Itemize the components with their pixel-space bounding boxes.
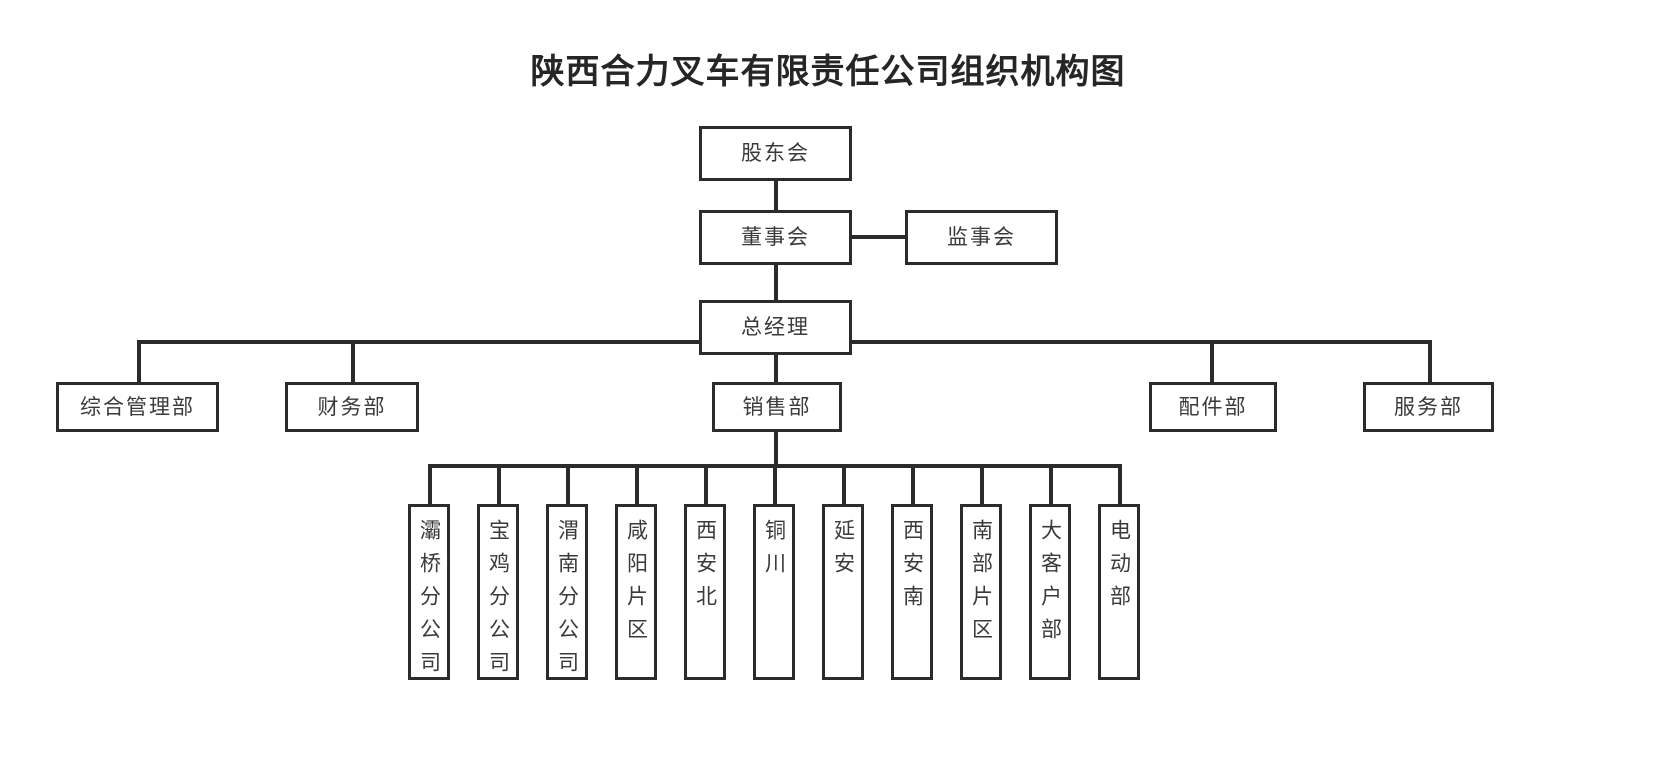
node-department-finance[interactable]: 财务部 <box>285 382 419 432</box>
connector-drop-sales-10 <box>1118 464 1122 504</box>
connector-sales-to-bus <box>774 430 778 468</box>
connector-drop-sales-1 <box>497 464 501 504</box>
node-department-service-label: 服务部 <box>1394 394 1463 419</box>
node-sales-unit-weinan-branch-label: 渭南分公司 <box>555 519 580 684</box>
node-sales-unit-key-accounts-label: 大客户部 <box>1038 519 1063 651</box>
node-sales-unit-electric-label: 电动部 <box>1107 519 1132 618</box>
node-sales-unit-tongchuan-label: 铜川 <box>762 519 787 585</box>
connector-board-to-supervisors <box>850 235 908 239</box>
node-department-finance-label: 财务部 <box>317 394 387 419</box>
connector-drop-dept-3 <box>1210 340 1214 382</box>
connector-drop-dept-2 <box>774 340 778 382</box>
node-board-of-supervisors[interactable]: 监事会 <box>905 210 1058 265</box>
node-department-parts-label: 配件部 <box>1178 394 1248 419</box>
node-shareholders[interactable]: 股东会 <box>699 126 852 181</box>
node-shareholders-label: 股东会 <box>741 141 810 165</box>
node-sales-unit-key-accounts[interactable]: 大客户部 <box>1029 504 1071 680</box>
node-department-general-management[interactable]: 综合管理部 <box>56 382 219 432</box>
node-sales-unit-xian-north-label: 西安北 <box>693 519 718 618</box>
node-board-of-supervisors-label: 监事会 <box>947 225 1016 249</box>
node-board-of-directors-label: 董事会 <box>741 225 810 249</box>
node-sales-unit-xian-north[interactable]: 西安北 <box>684 504 726 680</box>
connector-drop-dept-1 <box>351 340 355 382</box>
connector-drop-sales-3 <box>635 464 639 504</box>
node-sales-unit-xian-south-label: 西安南 <box>900 519 925 618</box>
node-sales-unit-baqiao-branch[interactable]: 灞桥分公司 <box>408 504 450 684</box>
node-sales-unit-baqiao-branch-label: 灞桥分公司 <box>417 519 442 684</box>
connector-drop-sales-4 <box>704 464 708 504</box>
node-sales-unit-weinan-branch[interactable]: 渭南分公司 <box>546 504 588 684</box>
node-sales-unit-yanan[interactable]: 延安 <box>822 504 864 680</box>
node-general-manager-label: 总经理 <box>741 315 810 339</box>
connector-drop-dept-0 <box>137 340 141 382</box>
node-board-of-directors[interactable]: 董事会 <box>699 210 852 265</box>
connector-drop-sales-0 <box>428 464 432 504</box>
node-department-service[interactable]: 服务部 <box>1363 382 1494 432</box>
node-sales-unit-yanan-label: 延安 <box>831 519 856 585</box>
node-sales-unit-baoji-branch[interactable]: 宝鸡分公司 <box>477 504 519 684</box>
node-sales-unit-xian-south[interactable]: 西安南 <box>891 504 933 680</box>
connector-drop-sales-9 <box>1049 464 1053 504</box>
node-department-sales[interactable]: 销售部 <box>712 382 842 432</box>
node-sales-unit-electric[interactable]: 电动部 <box>1098 504 1140 680</box>
connector-drop-sales-7 <box>911 464 915 504</box>
node-sales-unit-southern-area[interactable]: 南部片区 <box>960 504 1002 680</box>
node-sales-unit-tongchuan[interactable]: 铜川 <box>753 504 795 680</box>
connector-drop-sales-6 <box>842 464 846 504</box>
node-sales-unit-xianyang-area[interactable]: 咸阳片区 <box>615 504 657 680</box>
connector-board-to-gm <box>774 263 778 300</box>
connector-shareholders-to-board <box>774 180 778 212</box>
node-sales-unit-baoji-branch-label: 宝鸡分公司 <box>486 519 511 684</box>
connector-drop-sales-5 <box>773 464 777 504</box>
node-department-general-management-label: 综合管理部 <box>80 394 195 419</box>
connector-drop-sales-8 <box>980 464 984 504</box>
page-title: 陕西合力叉车有限责任公司组织机构图 <box>530 53 1126 91</box>
node-sales-unit-southern-area-label: 南部片区 <box>969 519 994 651</box>
node-department-sales-label: 销售部 <box>742 394 812 419</box>
node-department-parts[interactable]: 配件部 <box>1149 382 1277 432</box>
node-general-manager[interactable]: 总经理 <box>699 300 852 355</box>
node-sales-unit-xianyang-area-label: 咸阳片区 <box>624 519 649 651</box>
connector-drop-dept-4 <box>1428 340 1432 382</box>
connector-drop-sales-2 <box>566 464 570 504</box>
